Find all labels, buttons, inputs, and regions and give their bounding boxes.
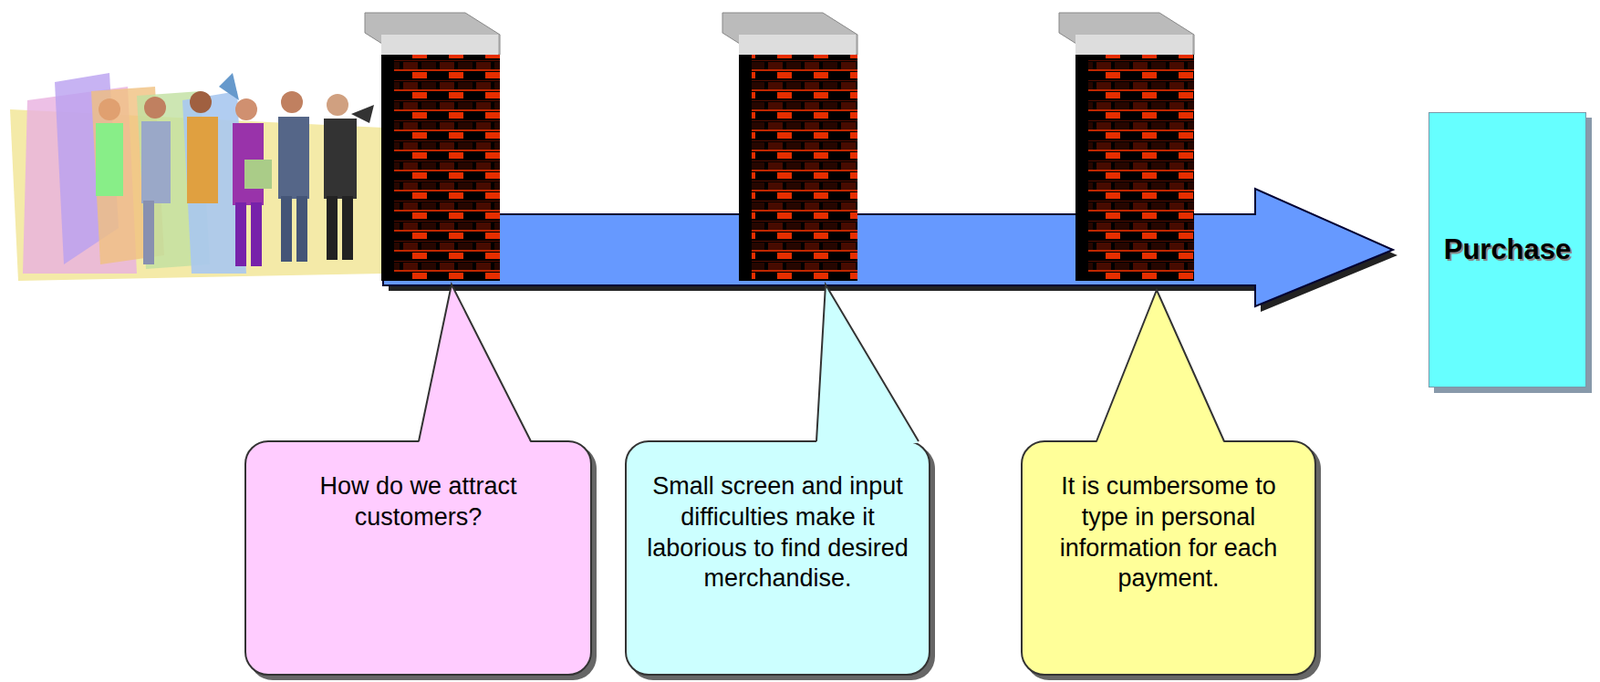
goal-label: Purchase [1444,233,1572,267]
callout-box: How do we attract customers? [244,440,593,676]
callout-box: Small screen and input difficulties make… [624,440,931,676]
brick-wall [1059,12,1195,281]
goal-box: Purchase [1428,112,1587,388]
callout-tail-outline [1096,290,1225,442]
callout-tail [1096,290,1225,444]
callout-text: How do we attract customers? [266,471,571,534]
callout-tail [418,284,531,444]
callout-tail-outline [418,284,531,442]
callout-tail-outline [816,284,919,442]
brick-wall [722,12,858,281]
callout-text: It is cumbersome to type in personal inf… [1042,471,1295,595]
crowd-illustration [10,72,384,281]
callout-text: Small screen and input difficulties make… [646,471,909,595]
brick-wall [364,12,500,281]
callout-box: It is cumbersome to type in personal inf… [1020,440,1317,676]
callout-tail [816,284,919,444]
process-arrow [383,188,1398,312]
